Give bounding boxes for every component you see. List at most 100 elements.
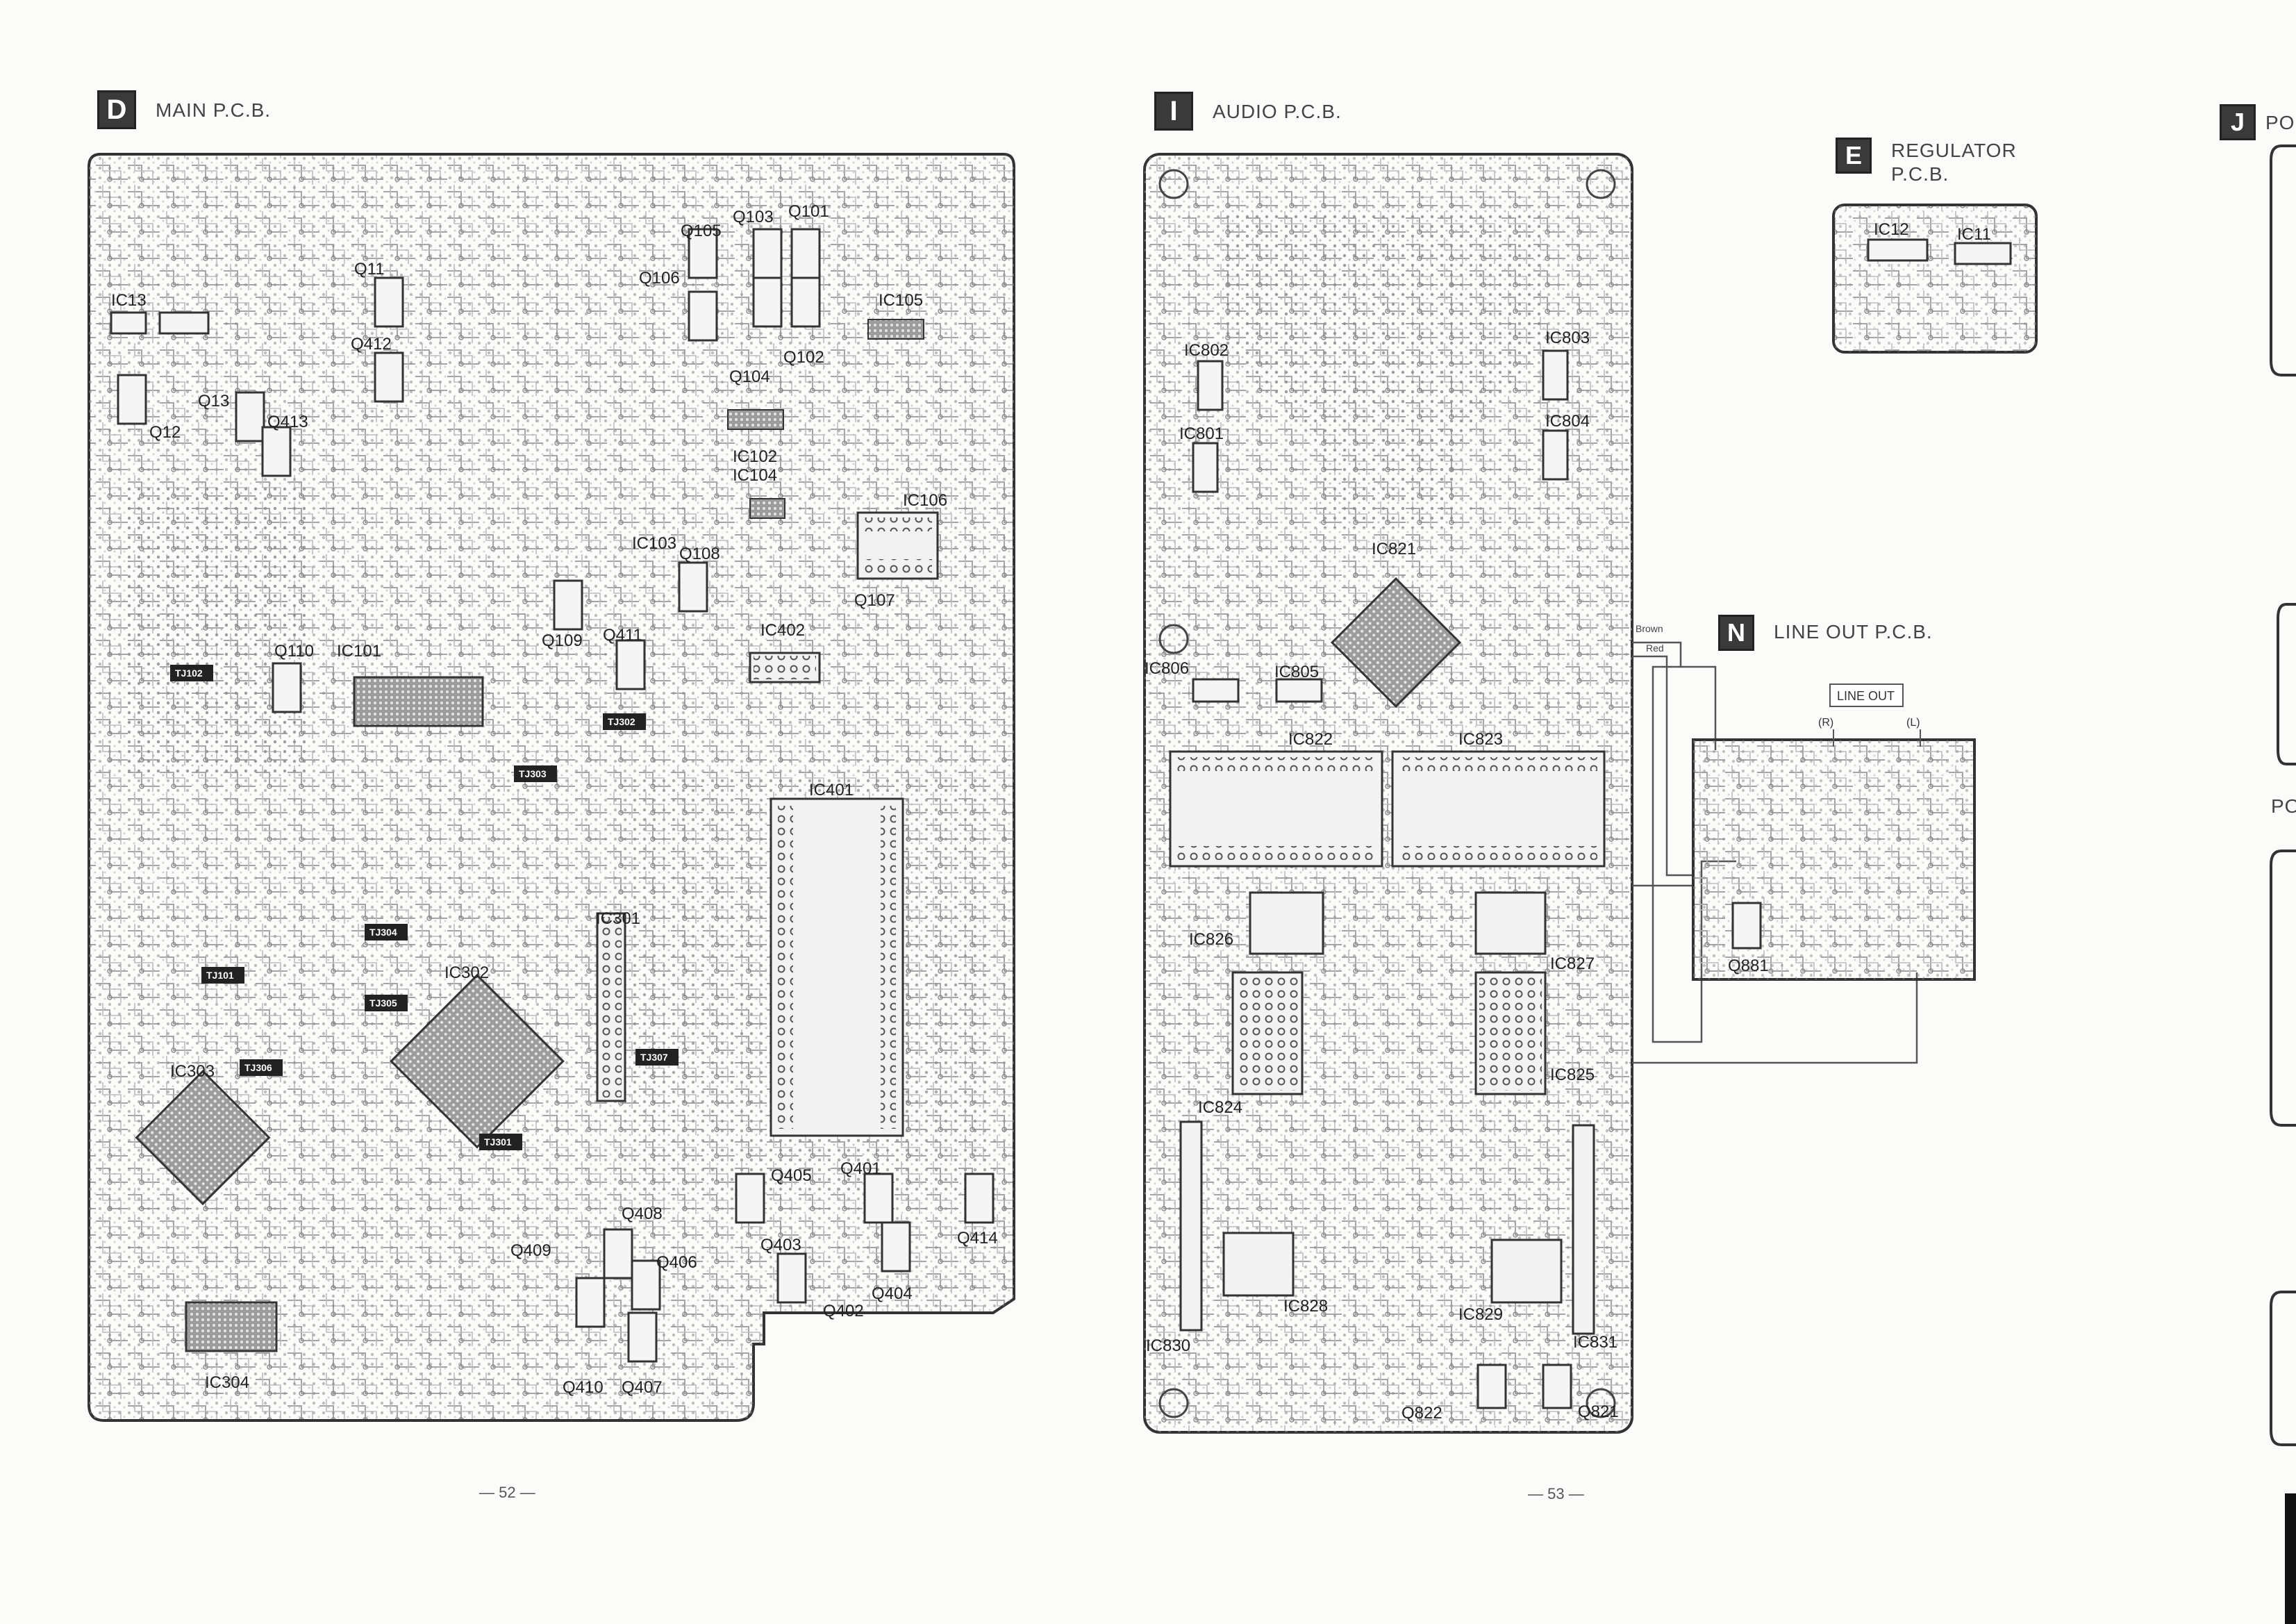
ic830-label: IC830 bbox=[1146, 1336, 1190, 1355]
ic101-label: IC101 bbox=[337, 642, 381, 661]
q106-label: Q106 bbox=[639, 269, 680, 288]
wire-brown-label: Brown bbox=[1636, 623, 1663, 634]
ic828-label: IC828 bbox=[1283, 1297, 1328, 1316]
ic104-label: IC104 bbox=[733, 466, 777, 485]
q412-label: Q412 bbox=[351, 335, 392, 354]
ic103-label: IC103 bbox=[632, 534, 676, 553]
tj304-tag: TJ304 bbox=[369, 927, 397, 938]
next-pcb-header: J PO bbox=[2220, 104, 2295, 140]
ic827-label: IC827 bbox=[1550, 954, 1595, 973]
q411-label: Q411 bbox=[603, 626, 642, 645]
tj102-tag: TJ102 bbox=[175, 668, 203, 679]
tj101-tag: TJ101 bbox=[206, 970, 234, 981]
q109-label: Q109 bbox=[542, 631, 583, 650]
ic12-label: IC12 bbox=[1874, 220, 1909, 239]
q407-label: Q407 bbox=[622, 1378, 663, 1397]
ic802-label: IC802 bbox=[1184, 341, 1229, 360]
ic824-label: IC824 bbox=[1198, 1098, 1242, 1117]
tj303-tag: TJ303 bbox=[519, 768, 547, 779]
q406-label: Q406 bbox=[656, 1253, 697, 1272]
tj306-tag: TJ306 bbox=[244, 1062, 272, 1073]
tj307-tag: TJ307 bbox=[640, 1052, 668, 1063]
tj302-tag: TJ302 bbox=[608, 716, 635, 727]
q881-label: Q881 bbox=[1728, 956, 1769, 975]
next-pcb-badge: J bbox=[2220, 104, 2256, 140]
lineout-pcb-header: N LINE OUT P.C.B. bbox=[1718, 615, 1933, 651]
q408-label: Q408 bbox=[622, 1204, 663, 1223]
ic102-label: IC102 bbox=[733, 447, 777, 466]
audio-pcb-header: I AUDIO P.C.B. bbox=[1154, 92, 1342, 131]
regulator-pcb-title: REGULATOR P.C.B. bbox=[1891, 140, 2017, 185]
q101-label: Q101 bbox=[788, 202, 829, 221]
ic301-label: IC301 bbox=[596, 909, 640, 928]
ic13-label: IC13 bbox=[111, 291, 147, 310]
ic402-label: IC402 bbox=[760, 621, 805, 640]
q405-label: Q405 bbox=[771, 1166, 812, 1185]
page-number-right: — 53 — bbox=[1528, 1485, 1584, 1502]
main-pcb-title: MAIN P.C.B. bbox=[156, 99, 272, 121]
q105-label: Q105 bbox=[681, 222, 722, 240]
q822-label: Q822 bbox=[1401, 1404, 1442, 1423]
regulator-pcb-header: E REGULATOR P.C.B. bbox=[1836, 138, 2017, 185]
q410-label: Q410 bbox=[563, 1378, 604, 1397]
q409-label: Q409 bbox=[510, 1241, 551, 1260]
ic11-label: IC11 bbox=[1957, 225, 1991, 244]
ic303-label: IC303 bbox=[170, 1062, 215, 1081]
q13-label: Q13 bbox=[198, 392, 229, 411]
audio-pcb: IC802 IC801 IC803 IC804 IC821 IC806 IC80… bbox=[1143, 153, 1633, 1434]
ic825-label: IC825 bbox=[1550, 1066, 1595, 1084]
q413-label: Q413 bbox=[267, 413, 308, 431]
q402-label: Q402 bbox=[823, 1302, 864, 1320]
ic401-label: IC401 bbox=[809, 781, 854, 799]
q104-label: Q104 bbox=[729, 367, 770, 386]
q403-label: Q403 bbox=[760, 1236, 801, 1254]
ic823-label: IC823 bbox=[1458, 730, 1503, 749]
main-pcb-header: D MAIN P.C.B. bbox=[97, 90, 271, 129]
ic803-label: IC803 bbox=[1545, 329, 1590, 347]
q414-label: Q414 bbox=[957, 1229, 998, 1248]
main-pcb-badge: D bbox=[97, 90, 136, 129]
lineout-box-title: LINE OUT bbox=[1837, 689, 1895, 703]
ic831-label: IC831 bbox=[1573, 1333, 1617, 1352]
lineout-pcb-badge: N bbox=[1718, 615, 1754, 651]
ic801-label: IC801 bbox=[1179, 424, 1224, 443]
regulator-pcb: IC12 IC11 bbox=[1832, 204, 2038, 354]
q401-label: Q401 bbox=[840, 1159, 881, 1178]
audio-pcb-badge: I bbox=[1154, 92, 1193, 131]
q11-label: Q11 bbox=[354, 260, 385, 279]
q102-label: Q102 bbox=[783, 348, 824, 367]
q12-label: Q12 bbox=[149, 423, 181, 442]
ic826-label: IC826 bbox=[1189, 930, 1233, 949]
ic829-label: IC829 bbox=[1458, 1305, 1503, 1324]
q107-label: Q107 bbox=[854, 591, 895, 610]
lineout-l-label: (L) bbox=[1906, 717, 1920, 729]
ic805-label: IC805 bbox=[1274, 663, 1319, 681]
ic304-label: IC304 bbox=[205, 1373, 249, 1392]
q404-label: Q404 bbox=[872, 1284, 913, 1303]
tj305-tag: TJ305 bbox=[369, 997, 397, 1009]
next-pcb-title: PO bbox=[2265, 112, 2295, 133]
main-pcb: TJ102 TJ101 TJ302 TJ303 TJ304 TJ305 TJ30… bbox=[88, 153, 1015, 1422]
ic806-label: IC806 bbox=[1145, 659, 1189, 678]
tj301-tag: TJ301 bbox=[484, 1136, 512, 1147]
audio-pcb-title: AUDIO P.C.B. bbox=[1213, 101, 1342, 122]
cropped-next-boards bbox=[2270, 144, 2296, 1446]
wire-red-label: Red bbox=[1646, 643, 1664, 654]
ic804-label: IC804 bbox=[1545, 412, 1590, 431]
lineout-r-label: (R) bbox=[1818, 717, 1833, 729]
lineout-pcb-title: LINE OUT P.C.B. bbox=[1774, 621, 1933, 643]
q108-label: Q108 bbox=[679, 545, 720, 563]
ic821-label: IC821 bbox=[1372, 540, 1416, 558]
ic302-label: IC302 bbox=[444, 963, 489, 982]
binding-edge bbox=[2285, 1493, 2296, 1624]
q821-label: Q821 bbox=[1578, 1402, 1619, 1421]
regulator-pcb-badge: E bbox=[1836, 138, 1872, 174]
next-lower-title: PO bbox=[2271, 795, 2296, 817]
page-number-left: — 52 — bbox=[479, 1484, 535, 1501]
lineout-pcb: Q881 LINE OUT (R) (L) bbox=[1692, 683, 1976, 981]
ic822-label: IC822 bbox=[1288, 730, 1333, 749]
q103-label: Q103 bbox=[733, 208, 774, 226]
q110-label: Q110 bbox=[274, 642, 314, 661]
